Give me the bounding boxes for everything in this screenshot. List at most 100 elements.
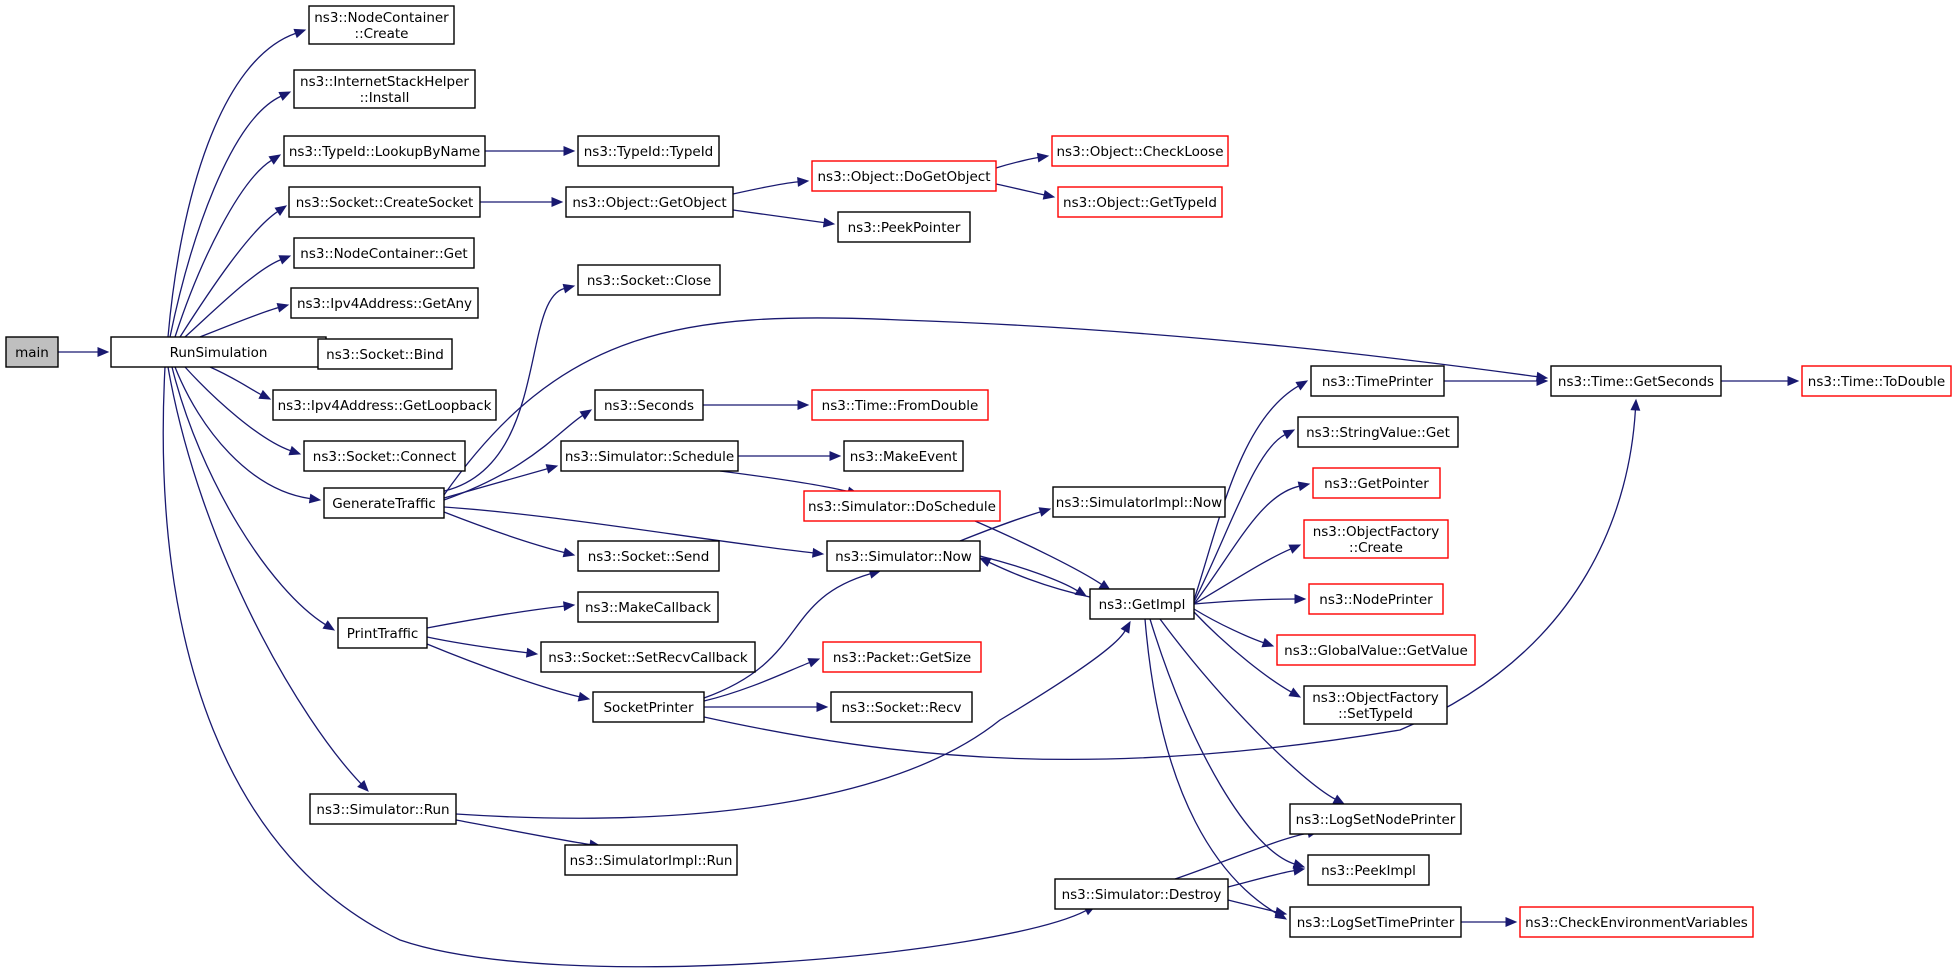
- edge-createsocket-to-getobject: [479, 197, 564, 207]
- node-label: ns3::CheckEnvironmentVariables: [1525, 915, 1748, 931]
- node-gvgetvalue[interactable]: ns3::GlobalValue::GetValue: [1276, 634, 1476, 666]
- node-timeprinter[interactable]: ns3::TimePrinter: [1310, 365, 1445, 397]
- node-label: ns3::Seconds: [604, 398, 694, 414]
- node-label: ns3::Ipv4Address::GetLoopback: [278, 398, 492, 414]
- node-label: ns3::Socket::SetRecvCallback: [548, 650, 748, 666]
- edge-socketprinter-to-getsize: [703, 658, 821, 702]
- node-getimpl[interactable]: ns3::GetImpl: [1089, 588, 1195, 620]
- node-of_create[interactable]: ns3::ObjectFactory::Create: [1303, 519, 1449, 559]
- node-dogetobject[interactable]: ns3::Object::DoGetObject: [811, 160, 997, 192]
- node-doschedule[interactable]: ns3::Simulator::DoSchedule: [803, 490, 1001, 522]
- node-ipv4any[interactable]: ns3::Ipv4Address::GetAny: [290, 287, 479, 319]
- node-setrecvcb[interactable]: ns3::Socket::SetRecvCallback: [540, 641, 756, 673]
- node-makeevent[interactable]: ns3::MakeEvent: [843, 440, 964, 472]
- node-main[interactable]: main: [5, 336, 59, 368]
- node-label: ns3::Time::ToDouble: [1808, 374, 1945, 390]
- node-peekpointer[interactable]: ns3::PeekPointer: [837, 211, 971, 243]
- edge-socketprinter-to-sockrecv: [704, 702, 829, 712]
- edge-runsim-to-gentraffic: [174, 366, 322, 504]
- node-label: ns3::Ipv4Address::GetAny: [297, 296, 472, 312]
- node-createsocket[interactable]: ns3::Socket::CreateSocket: [288, 186, 481, 218]
- node-label: ns3::NodePrinter: [1319, 592, 1433, 608]
- node-simimplrun[interactable]: ns3::SimulatorImpl::Run: [564, 844, 738, 876]
- edge-printtraffic-to-socketprinter: [426, 643, 591, 702]
- node-socketprinter[interactable]: SocketPrinter: [592, 691, 705, 723]
- node-schedule[interactable]: ns3::Simulator::Schedule: [560, 440, 739, 472]
- node-of_settypeid[interactable]: ns3::ObjectFactory::SetTypeId: [1303, 685, 1448, 725]
- node-label: ns3::PeekImpl: [1321, 863, 1416, 879]
- node-stringvalue[interactable]: ns3::StringValue::Get: [1297, 416, 1459, 448]
- node-peekimpl[interactable]: ns3::PeekImpl: [1307, 854, 1430, 886]
- node-sockclose[interactable]: ns3::Socket::Close: [577, 264, 721, 296]
- edge-doschedule-to-getimpl: [974, 520, 1112, 591]
- edge-simrun-to-getimpl: [455, 620, 1131, 819]
- node-label: main: [15, 345, 49, 361]
- node-fromdouble[interactable]: ns3::Time::FromDouble: [811, 389, 989, 421]
- node-getobject[interactable]: ns3::Object::GetObject: [565, 186, 734, 218]
- node-label: ns3::ObjectFactory: [1312, 690, 1439, 706]
- edge-runsim-to-ipv4loop: [209, 366, 272, 400]
- node-label: ns3::GetImpl: [1099, 597, 1186, 613]
- node-label: ns3::TimePrinter: [1322, 374, 1434, 390]
- node-seconds[interactable]: ns3::Seconds: [594, 389, 704, 421]
- edge-runsim-to-printtraffic: [171, 366, 336, 631]
- node-makecallback[interactable]: ns3::MakeCallback: [577, 591, 719, 623]
- edge-simnow-to-getimpl: [979, 555, 1088, 597]
- node-label: ns3::TypeId::TypeId: [584, 144, 714, 160]
- node-sockrecv[interactable]: ns3::Socket::Recv: [830, 691, 973, 723]
- edge-lookup-to-typeid: [485, 146, 576, 156]
- edge-simnow-to-simimplnow: [959, 507, 1052, 542]
- node-getpointer[interactable]: ns3::GetPointer: [1312, 467, 1441, 499]
- node-label: ns3::Socket::Close: [587, 273, 711, 289]
- edge-runsim-to-ipv4any: [199, 302, 290, 338]
- node-logsetnode[interactable]: ns3::LogSetNodePrinter: [1289, 803, 1462, 835]
- node-sockconnect[interactable]: ns3::Socket::Connect: [303, 440, 466, 472]
- node-simnow[interactable]: ns3::Simulator::Now: [826, 540, 981, 572]
- node-gettypeid[interactable]: ns3::Object::GetTypeId: [1057, 186, 1223, 218]
- node-label: ::Create: [355, 26, 409, 42]
- node-printtraffic[interactable]: PrintTraffic: [337, 617, 428, 649]
- edge-runsim-to-nc_get: [184, 255, 292, 338]
- node-getseconds[interactable]: ns3::Time::GetSeconds: [1550, 365, 1722, 397]
- edge-main-to-runsim: [57, 347, 110, 357]
- node-label: ns3::TypeId::LookupByName: [289, 144, 480, 160]
- edge-simdestroy-to-peekimpl: [1227, 865, 1306, 888]
- edge-simdestroy-to-logsettime: [1227, 899, 1288, 917]
- node-nodeprinter[interactable]: ns3::NodePrinter: [1308, 583, 1444, 615]
- node-label: ns3::Socket::Send: [588, 549, 710, 565]
- edge-runsim-to-sockconnect: [184, 366, 302, 456]
- node-nc_create[interactable]: ns3::NodeContainer::Create: [308, 5, 455, 45]
- node-label: ns3::Simulator::Schedule: [565, 449, 734, 465]
- edge-logsettime-to-checkenv: [1461, 917, 1518, 927]
- node-label: ns3::GlobalValue::GetValue: [1284, 643, 1468, 659]
- node-checkenv[interactable]: ns3::CheckEnvironmentVariables: [1519, 906, 1754, 938]
- node-simrun[interactable]: ns3::Simulator::Run: [309, 793, 457, 825]
- edge-getimpl-to-of_settypeid: [1193, 611, 1302, 698]
- node-simdestroy[interactable]: ns3::Simulator::Destroy: [1054, 878, 1229, 910]
- node-sockbind[interactable]: ns3::Socket::Bind: [317, 338, 453, 370]
- node-label: ::Install: [360, 90, 410, 106]
- node-checkloose[interactable]: ns3::Object::CheckLoose: [1051, 135, 1229, 167]
- edge-getseconds-to-todouble: [1721, 376, 1800, 386]
- node-label: ns3::LogSetNodePrinter: [1296, 812, 1456, 828]
- node-label: ns3::MakeCallback: [585, 600, 711, 616]
- node-ish_install[interactable]: ns3::InternetStackHelper::Install: [293, 69, 476, 109]
- node-ipv4loop[interactable]: ns3::Ipv4Address::GetLoopback: [272, 389, 497, 421]
- node-label: ns3::Socket::CreateSocket: [296, 195, 474, 211]
- node-getsize[interactable]: ns3::Packet::GetSize: [822, 641, 982, 673]
- edge-getobject-to-peekpointer: [732, 209, 836, 228]
- node-label: ns3::Simulator::DoSchedule: [808, 499, 996, 515]
- node-typeid[interactable]: ns3::TypeId::TypeId: [577, 135, 720, 167]
- node-lookup[interactable]: ns3::TypeId::LookupByName: [283, 135, 486, 167]
- edge-gentraffic-to-sockclose: [439, 283, 576, 493]
- node-nc_get[interactable]: ns3::NodeContainer::Get: [293, 237, 475, 269]
- node-simimplnow[interactable]: ns3::SimulatorImpl::Now: [1052, 486, 1226, 518]
- node-socksend[interactable]: ns3::Socket::Send: [577, 540, 720, 572]
- edge-runsim-to-lookup: [174, 154, 282, 338]
- node-gentraffic[interactable]: GenerateTraffic: [323, 487, 445, 519]
- node-runsim[interactable]: RunSimulation: [110, 336, 327, 368]
- node-todouble[interactable]: ns3::Time::ToDouble: [1801, 365, 1952, 397]
- edge-timeprinter-to-getseconds: [1444, 376, 1549, 386]
- edge-gentraffic-to-schedule: [443, 464, 559, 499]
- node-logsettime[interactable]: ns3::LogSetTimePrinter: [1289, 906, 1462, 938]
